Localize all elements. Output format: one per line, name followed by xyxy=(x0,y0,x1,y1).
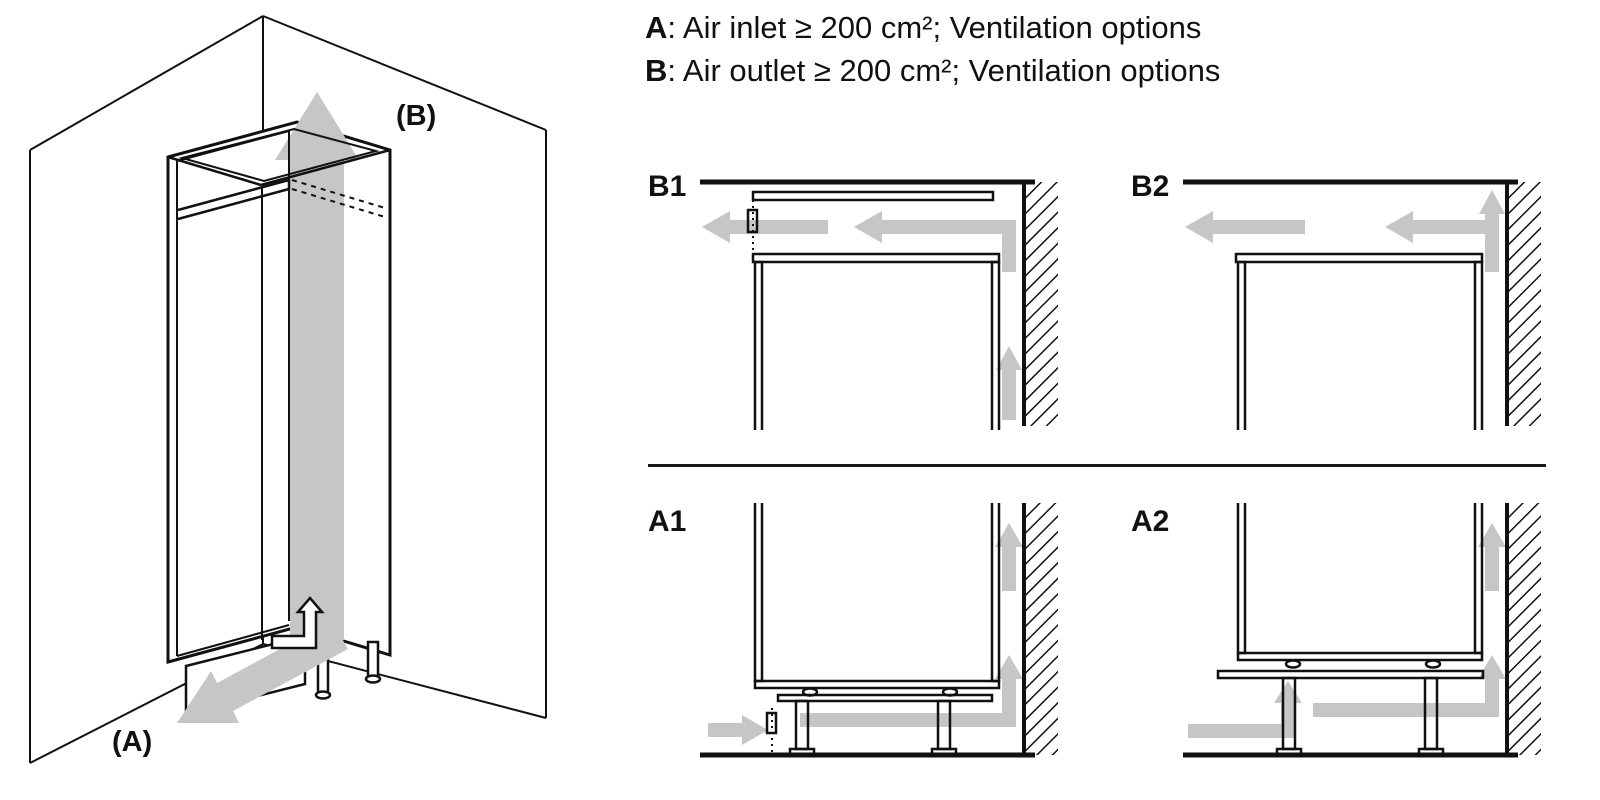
panel-label-a1: A1 xyxy=(648,505,687,538)
wall-hatch xyxy=(1507,182,1541,426)
air-out-left-arrow xyxy=(702,211,828,243)
legend-a-text: : Air inlet ≥ 200 cm²; Ventilation optio… xyxy=(667,10,1202,45)
legend: A: Air inlet ≥ 200 cm²; Ventilation opti… xyxy=(645,6,1220,92)
structure-b1 xyxy=(700,179,1035,430)
legend-line-b: B: Air outlet ≥ 200 cm²; Ventilation opt… xyxy=(645,49,1220,92)
legend-line-a: A: Air inlet ≥ 200 cm²; Ventilation opti… xyxy=(645,6,1220,49)
cabinet-detail-lines xyxy=(167,127,391,657)
air-out-left-arrow xyxy=(1185,211,1305,243)
panel-label-b2: B2 xyxy=(1131,170,1170,203)
air-up-arrow xyxy=(996,346,1022,420)
wall-hatch xyxy=(1024,182,1058,426)
structure-a1 xyxy=(700,503,1035,758)
air-bent-arrow xyxy=(800,655,1023,727)
structure-b2 xyxy=(1183,179,1518,430)
structure-a2 xyxy=(1183,503,1518,758)
airflow-arrows-a2 xyxy=(1188,523,1506,738)
legend-b-text: : Air outlet ≥ 200 cm²; Ventilation opti… xyxy=(667,53,1221,88)
panel-label-b1: B1 xyxy=(648,170,687,203)
label-air-inlet-a: (A) xyxy=(112,726,153,758)
air-up-arrow xyxy=(995,523,1023,591)
air-up-arrow xyxy=(1478,523,1506,591)
legend-b-letter: B xyxy=(645,53,668,88)
air-bent-arrow xyxy=(854,211,1016,272)
wall-hatch xyxy=(1507,503,1541,755)
ventilation-option-a2 xyxy=(1183,503,1541,758)
air-bent-arrow xyxy=(1313,655,1506,717)
panel-label-a2: A2 xyxy=(1131,505,1170,538)
airflow-arrows-a1 xyxy=(708,523,1023,745)
label-air-outlet-b: (B) xyxy=(396,100,437,132)
ventilation-option-b2 xyxy=(1183,179,1541,430)
air-in-right-arrow xyxy=(708,715,768,745)
air-up-arrow xyxy=(1479,190,1505,250)
airflow-arrows-b2 xyxy=(1185,190,1505,272)
air-outlet-up-arrow xyxy=(275,92,359,640)
air-in-bent-arrow xyxy=(1188,681,1302,738)
airflow-arrows-b1 xyxy=(702,211,1022,420)
ventilation-option-b1 xyxy=(700,179,1058,430)
air-bent-arrow xyxy=(1385,211,1499,272)
wall-hatch xyxy=(1024,503,1058,755)
air-inlet-bent-arrow-outline xyxy=(270,596,325,650)
section-divider xyxy=(648,464,1546,467)
niche-isometric-diagram xyxy=(29,15,547,764)
legend-a-letter: A xyxy=(645,10,668,45)
ventilation-option-a1 xyxy=(700,503,1058,758)
